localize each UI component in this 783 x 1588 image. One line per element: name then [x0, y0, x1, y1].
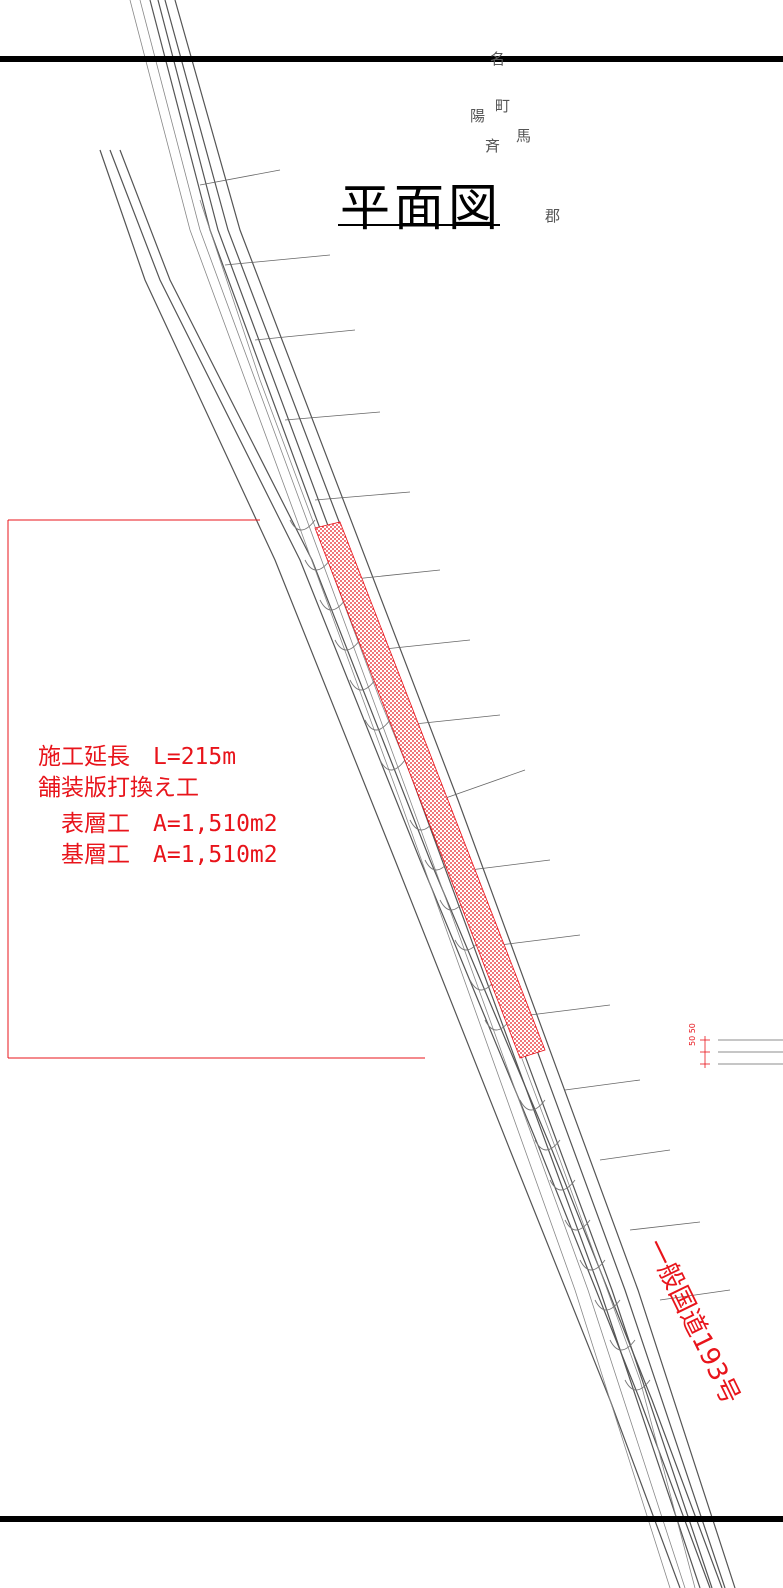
work-summary-line3: 表層工 A=1,510m2 — [38, 811, 278, 837]
work-summary-line2: 舗装版打換え工 — [38, 775, 199, 801]
bottom-border — [0, 1516, 783, 1522]
work-summary-line1: 施工延長 L=215m — [38, 744, 237, 770]
page-title: 平面図 — [340, 179, 502, 237]
construction-extent — [7, 519, 425, 1059]
place-char: 陽 — [470, 107, 486, 125]
place-char: 町 — [495, 97, 511, 115]
pavement-work-area — [314, 521, 546, 1059]
title-underline — [338, 224, 500, 226]
place-char: 斉 — [485, 137, 501, 155]
station-ticks — [199, 169, 731, 1301]
place-char: 馬 — [516, 127, 532, 145]
place-char: 郡 — [545, 207, 561, 225]
dimension-label: 50 50 — [688, 1023, 697, 1046]
top-border — [0, 56, 783, 62]
place-char: 名 — [490, 50, 506, 68]
dimension-mark — [700, 1036, 710, 1068]
work-summary-line4: 基層工 A=1,510m2 — [38, 842, 278, 868]
lane-marks — [289, 519, 651, 1391]
